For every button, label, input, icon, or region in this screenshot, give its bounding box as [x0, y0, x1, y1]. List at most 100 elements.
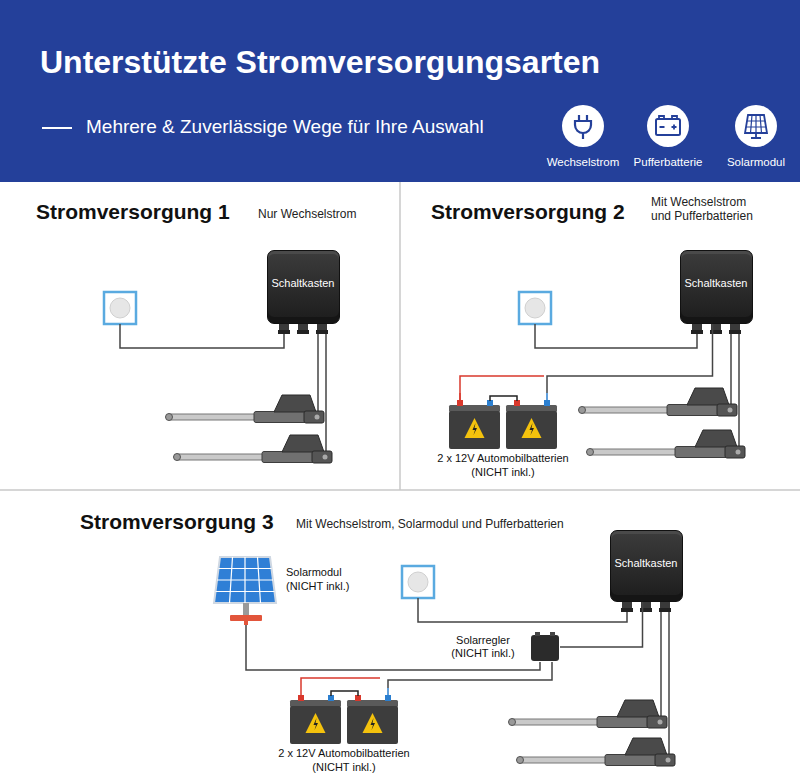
warning-triangle — [465, 418, 485, 438]
panel-divider — [0, 489, 800, 491]
linear-actuator — [587, 430, 746, 458]
cable-gland — [622, 602, 632, 609]
icon-circle — [735, 105, 777, 147]
polarity-signs — [660, 125, 677, 130]
actuator-tube — [254, 412, 306, 423]
solar-controller: Solarregler (NICHT inkl.) — [440, 632, 560, 662]
bracket-pin — [666, 758, 671, 763]
car-battery — [290, 706, 341, 744]
battery-pair: 2 x 12V Automobilbatterien (NICHT inkl.) — [423, 393, 583, 479]
linear-actuator — [166, 395, 325, 423]
part-label: 2 x 12V Automobilbatterien (NICHT inkl.) — [264, 746, 424, 774]
rear-bracket — [647, 716, 667, 728]
wire — [301, 678, 380, 688]
lightning-symbol — [473, 423, 478, 435]
linear-actuator — [174, 435, 333, 463]
outlet-frame — [104, 292, 136, 324]
cable-gland-nut — [729, 330, 741, 334]
icon-graphic — [646, 104, 690, 148]
car-battery — [449, 411, 500, 449]
motor-housing — [625, 738, 667, 755]
lightning-symbol — [314, 718, 319, 730]
part-label: Solarregler (NICHT inkl.) — [440, 634, 526, 660]
negative-lead — [546, 393, 548, 401]
rear-bracket — [312, 451, 332, 463]
cable-gland — [660, 602, 670, 609]
icon-label: Pufferbatterie — [626, 156, 710, 168]
wire — [738, 334, 740, 446]
control-box: Schaltkasten — [610, 530, 683, 602]
battery-graphic — [264, 688, 424, 746]
actuator-rod — [509, 719, 603, 725]
cable-gland-nut — [278, 330, 290, 334]
actuator-tube — [605, 755, 657, 766]
part-label: 2 x 12V Automobilbatterien (NICHT inkl.) — [423, 451, 583, 479]
series-link — [490, 396, 517, 401]
bracket-pin — [736, 450, 741, 455]
wire — [668, 612, 670, 754]
actuator-rod — [517, 757, 611, 763]
solar-icon-stand — [751, 133, 761, 138]
panel-heading: Stromversorgung 1 — [36, 199, 230, 224]
rod-eye — [509, 719, 516, 726]
outlet-socket — [408, 572, 428, 592]
warning-triangle — [522, 418, 542, 438]
box-label: Schaltkasten — [272, 277, 335, 290]
battery-graphic — [423, 393, 583, 451]
rod-eye — [579, 407, 586, 414]
cable-gland-nut — [297, 330, 309, 334]
rear-bracket — [304, 411, 324, 423]
icon-label: Solarmodul — [714, 156, 798, 168]
power-type-icon: Wechselstrom — [541, 104, 625, 178]
actuator-rod — [174, 454, 268, 460]
panel-subtitle: Mit Wechselstrom und Pufferbatterien — [651, 195, 761, 224]
solar-module: Solarmodul (NICHT inkl.) — [210, 553, 380, 625]
cable-gland — [279, 324, 289, 331]
page-title: Unterstützte Stromversorgungsarten — [40, 44, 600, 81]
warning-triangle — [306, 713, 326, 733]
power-cable — [560, 602, 643, 647]
cable-gland-nut — [659, 608, 671, 612]
wire — [460, 376, 544, 401]
icon-circle — [647, 105, 689, 147]
option-panel: Stromversorgung 2Mit Wechselstrom und Pu… — [401, 183, 800, 490]
outlet-socket — [525, 298, 545, 318]
control-box: Schaltkasten — [267, 250, 340, 324]
power-type-icon: Pufferbatterie — [626, 104, 710, 178]
positive-lead — [300, 688, 302, 696]
charge-controller — [531, 635, 559, 661]
positive-lead — [459, 393, 461, 401]
page-subtitle: Mehrere & Zuverlässige Wege für Ihre Aus… — [86, 116, 484, 138]
option-panel: Stromversorgung 3Mit Wechselstrom, Solar… — [0, 491, 800, 782]
actuator-rod — [166, 414, 260, 420]
warning-triangle — [363, 713, 383, 733]
bracket-pin — [315, 415, 320, 420]
bracket-pin — [323, 455, 328, 460]
rod-eye — [517, 757, 524, 764]
power-cable — [246, 625, 540, 670]
battery-cap — [290, 700, 341, 707]
motor-housing — [695, 430, 737, 447]
solar-icon-frame — [745, 115, 767, 133]
cable-gland-nut — [621, 608, 633, 612]
controller-graphic — [530, 632, 560, 662]
solar-post — [243, 603, 249, 616]
battery-pair: 2 x 12V Automobilbatterien (NICHT inkl.) — [264, 688, 424, 774]
solar-cell-grid — [216, 557, 275, 603]
outlet-frame — [519, 292, 551, 324]
actuator-tube — [597, 717, 649, 728]
linear-actuator — [517, 738, 676, 766]
panel-subtitle: Nur Wechselstrom — [258, 207, 388, 221]
solar-graphic — [210, 553, 282, 625]
header-band — [0, 0, 800, 182]
rod-eye — [174, 454, 181, 461]
motor-housing — [282, 435, 324, 452]
actuator-rod — [587, 449, 681, 455]
battery-terminals — [659, 116, 677, 119]
outlet-socket — [110, 298, 130, 318]
wall-outlet — [104, 292, 136, 324]
wire — [660, 612, 662, 716]
battery-outline — [656, 119, 680, 135]
motor-housing — [274, 395, 316, 412]
wire — [317, 334, 319, 411]
